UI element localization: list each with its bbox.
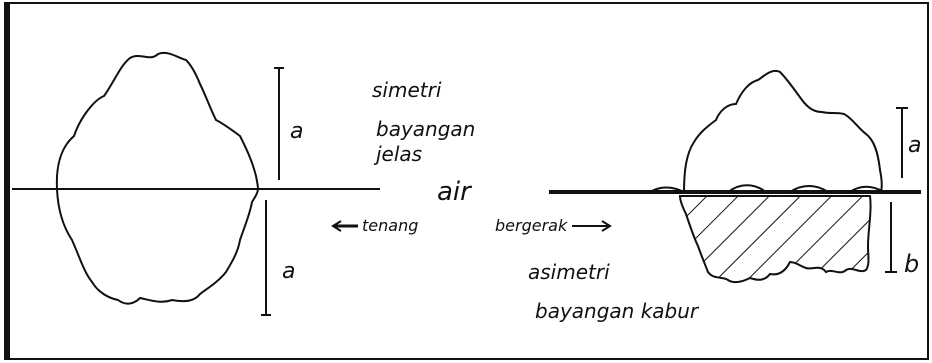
right-dim-bottom-label: b xyxy=(904,250,919,278)
right-dim-top-label: a xyxy=(908,133,921,158)
still-label: tenang xyxy=(362,216,418,235)
left-object-outline xyxy=(55,51,259,190)
right-reflection-hatched xyxy=(678,195,872,284)
left-reflection-outline xyxy=(56,188,259,305)
right-water-ripples xyxy=(649,184,885,193)
still-arrow-head xyxy=(331,220,342,232)
left-label-jelas: jelas xyxy=(373,142,422,166)
moving-arrow-head xyxy=(601,220,612,232)
left-label-bayangan: bayangan xyxy=(376,117,475,141)
right-label-bayangan-kabur: bayangan kabur xyxy=(535,299,700,323)
water-label: air xyxy=(437,177,473,207)
right-label-asimetri: asimetri xyxy=(528,260,610,284)
figure-border xyxy=(4,2,929,360)
moving-label: bergerak xyxy=(495,216,568,235)
left-dim-top-label: a xyxy=(290,119,303,144)
left-label-simetri: simetri xyxy=(372,78,442,102)
right-object-outline xyxy=(683,70,883,193)
left-dim-bottom-label: a xyxy=(282,259,295,284)
